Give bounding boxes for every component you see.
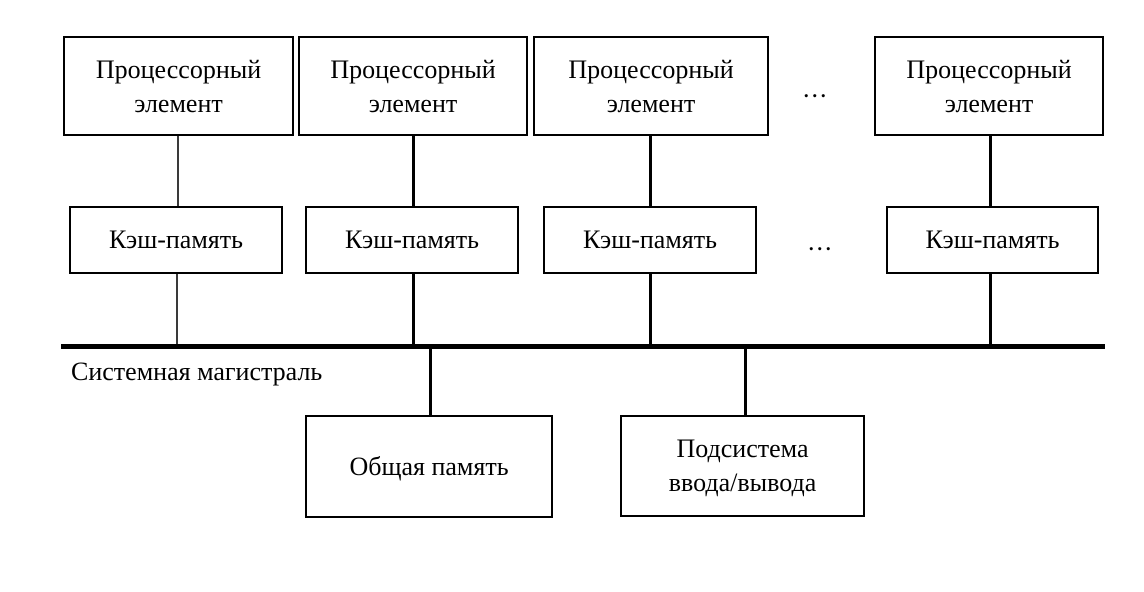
io-subsystem-line1: Подсистема: [676, 434, 809, 464]
connector-pe3-to-cache3: [649, 135, 652, 207]
connector-pe1-to-cache1: [177, 135, 179, 207]
cache-memory-1[interactable]: Кэш-память: [69, 206, 283, 274]
shared-memory-node[interactable]: Общая память: [305, 415, 553, 518]
ellipsis-caches: ...: [808, 227, 834, 256]
cache-memory-3[interactable]: Кэш-память: [543, 206, 757, 274]
processor-element-2-line2: элемент: [368, 89, 458, 118]
connector-cache4-to-bus: [989, 273, 992, 348]
connector-pe4-to-cache4: [989, 135, 992, 207]
processor-element-1-line1: Процессорный: [95, 55, 262, 85]
connector-cache2-to-bus: [412, 273, 415, 348]
connector-cache1-to-bus: [176, 273, 178, 348]
processor-element-3-line2: элемент: [606, 89, 696, 118]
connector-pe2-to-cache2: [412, 135, 415, 207]
processor-element-3-line1: Процессорный: [568, 55, 734, 85]
cache-memory-4[interactable]: Кэш-память: [886, 206, 1099, 274]
processor-element-1[interactable]: Процессорный элемент: [63, 36, 294, 136]
system-bus-label: Системная магистраль: [71, 357, 323, 386]
processor-element-4-line1: Процессорный: [906, 55, 1072, 85]
system-bus-line: [61, 344, 1105, 349]
connector-bus-to-shared-memory: [429, 346, 432, 416]
processor-element-4-line2: элемент: [944, 89, 1034, 118]
connector-bus-to-io-subsystem: [744, 346, 747, 416]
cache-memory-1-label: Кэш-память: [109, 225, 243, 255]
ellipsis-processor-elements: ...: [803, 74, 829, 103]
cache-memory-2-label: Кэш-память: [345, 225, 479, 255]
io-subsystem-node[interactable]: Подсистема ввода/вывода: [620, 415, 865, 517]
cache-memory-2[interactable]: Кэш-память: [305, 206, 519, 274]
io-subsystem-line2: ввода/вывода: [668, 468, 817, 497]
cache-memory-4-label: Кэш-память: [925, 225, 1060, 255]
processor-element-4[interactable]: Процессорный элемент: [874, 36, 1104, 136]
processor-element-1-line2: элемент: [134, 89, 223, 118]
processor-element-2[interactable]: Процессорный элемент: [298, 36, 528, 136]
processor-element-2-line1: Процессорный: [330, 55, 496, 85]
connector-cache3-to-bus: [649, 273, 652, 348]
cache-memory-3-label: Кэш-память: [583, 225, 717, 255]
shared-memory-label: Общая память: [349, 451, 509, 481]
processor-element-3[interactable]: Процессорный элемент: [533, 36, 769, 136]
